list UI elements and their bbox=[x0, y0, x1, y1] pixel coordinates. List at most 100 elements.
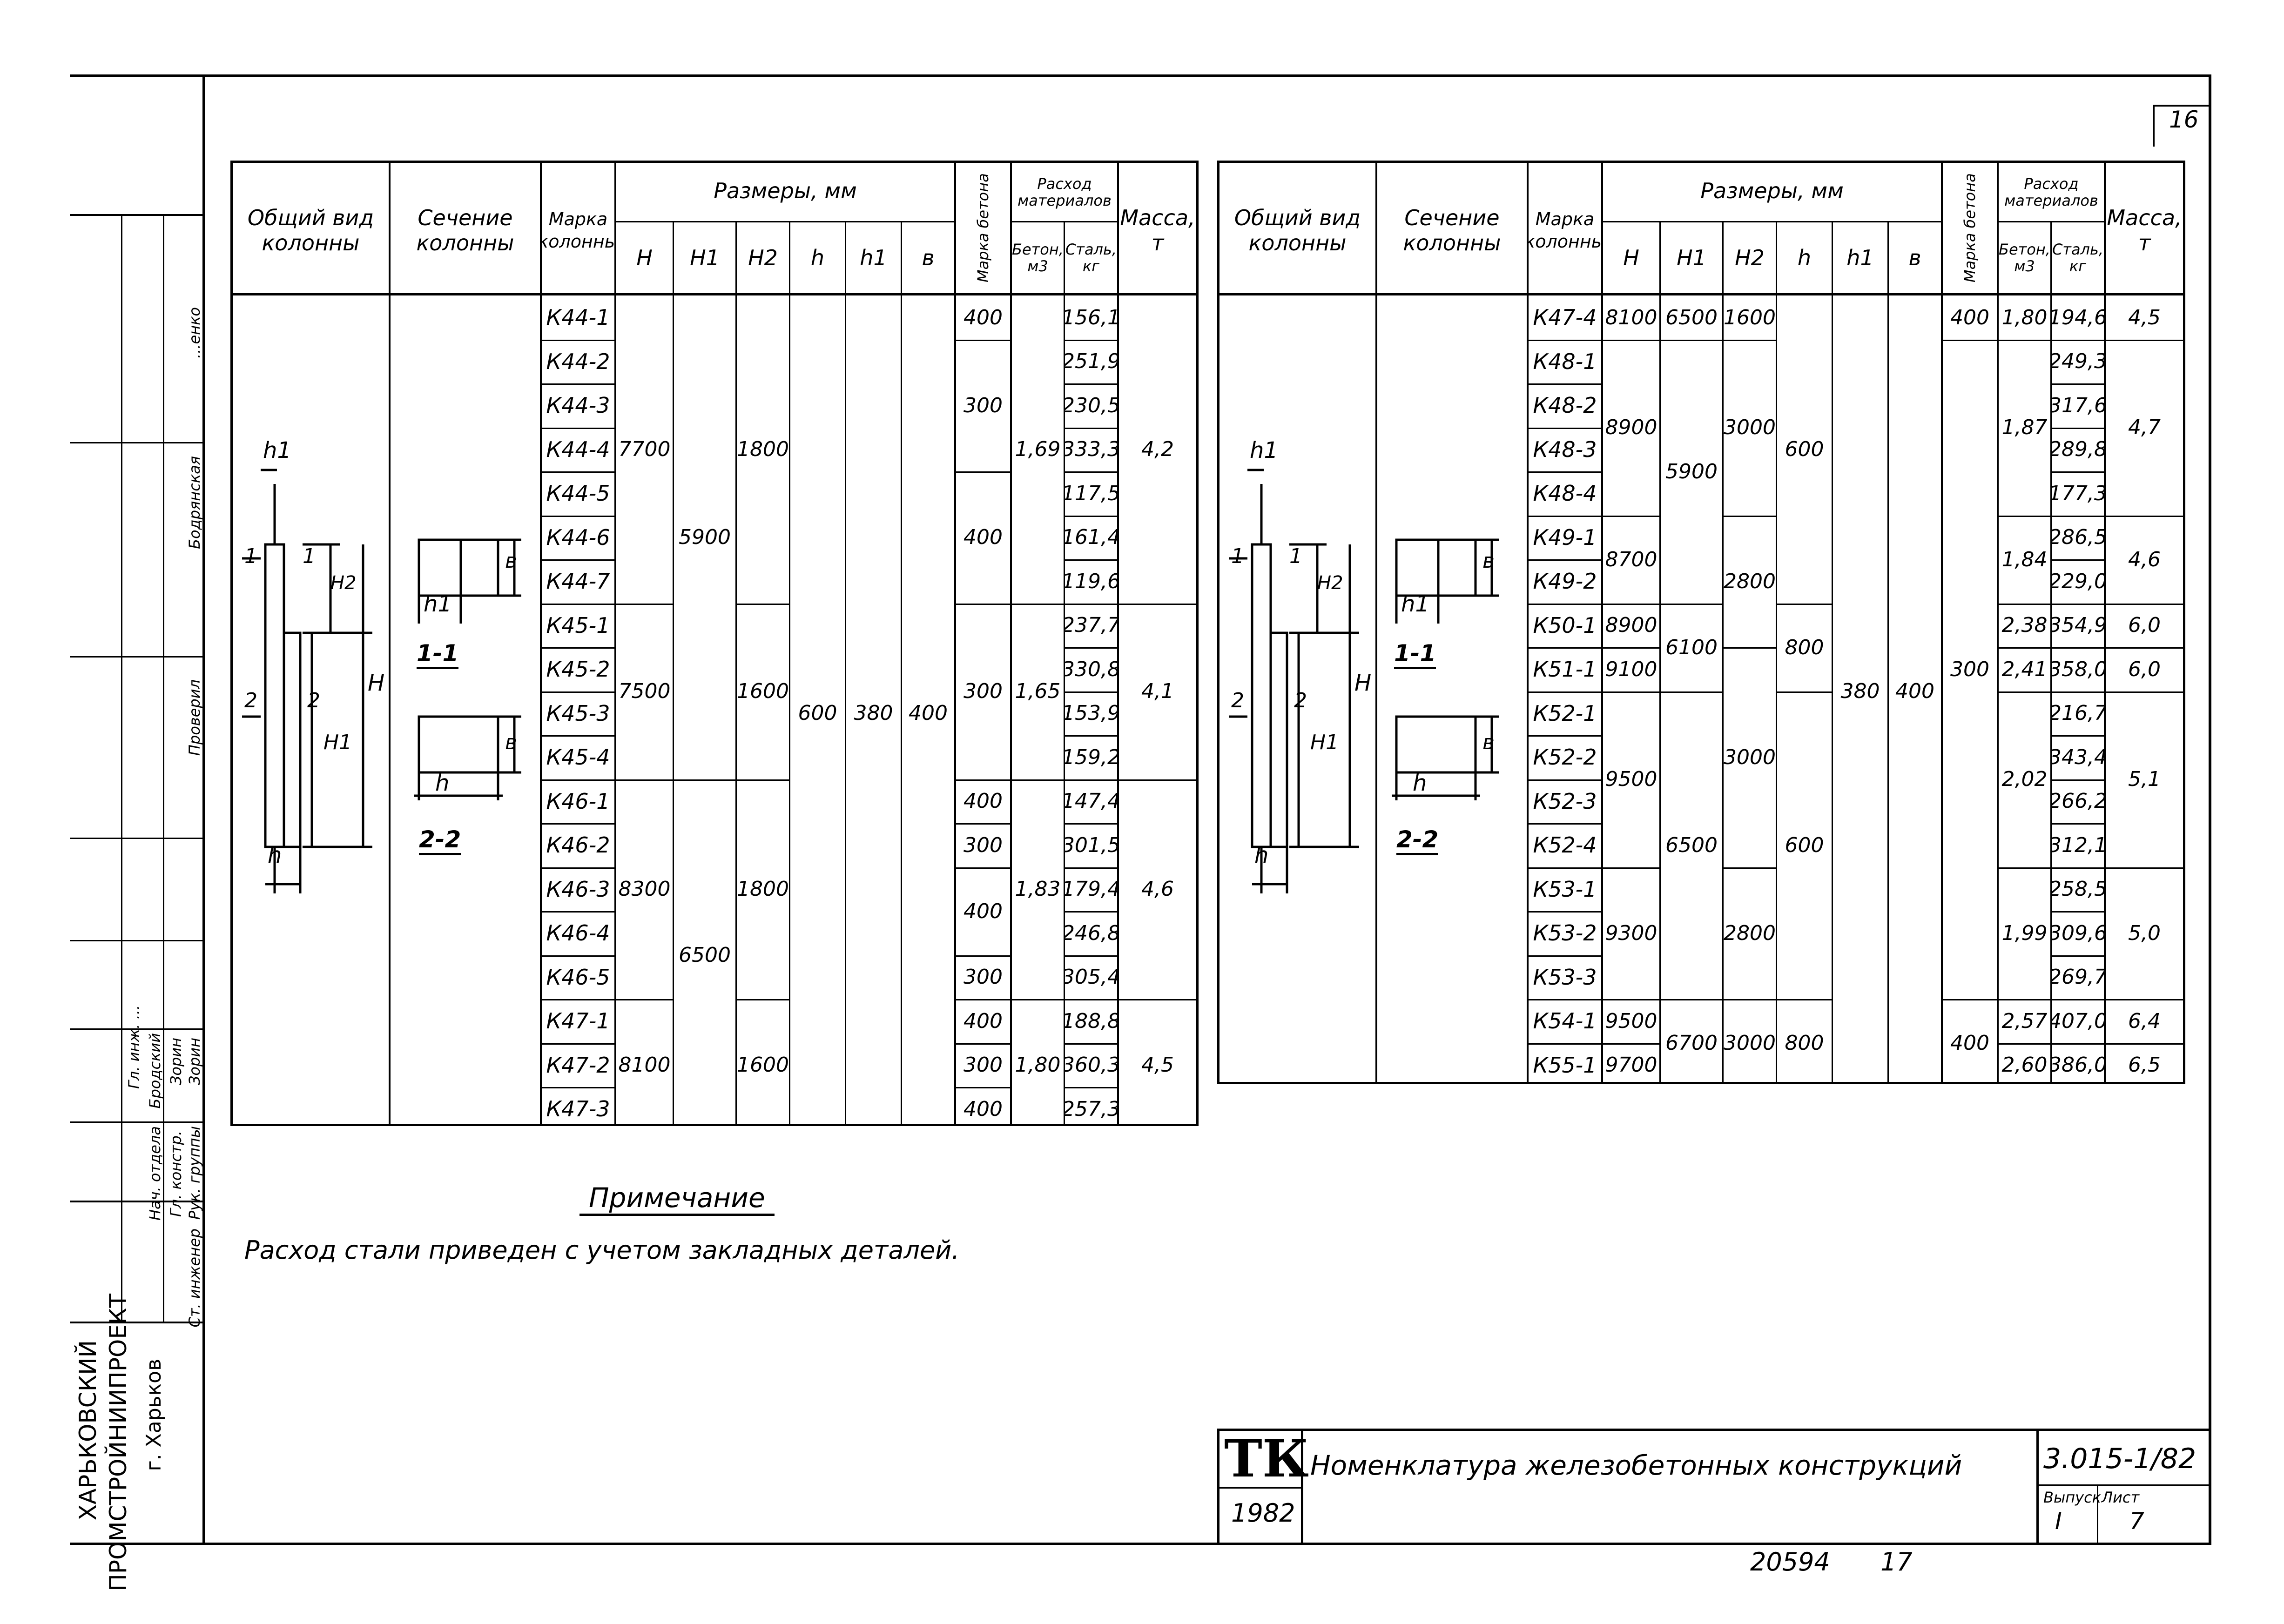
rt-rows-mass-3: 6,0 bbox=[2128, 613, 2161, 638]
rt-hdr-materials: Расход материалов bbox=[2004, 174, 2098, 209]
lt-rows-steel-0: 156,1 bbox=[1065, 305, 1117, 329]
rt-rows-mark-5: К49-1 bbox=[1533, 524, 1597, 550]
lbl-H-left: H bbox=[368, 670, 385, 696]
lt-rows-mark-6: К44-7 bbox=[546, 569, 610, 594]
lt-hdr-H: H bbox=[636, 245, 653, 270]
lt-hdr-mass: Масса, т bbox=[1120, 205, 1195, 255]
lt-rows-mark-12: К46-2 bbox=[546, 832, 610, 858]
rt-rows-mark-12: К52-4 bbox=[1533, 832, 1597, 858]
rt-rows-H1-2: 6100 bbox=[1665, 635, 1718, 659]
lt-rows-H1-0: 5900 bbox=[679, 525, 731, 550]
rt-rows-steel-1: 249,3 bbox=[2052, 349, 2104, 374]
top-name: ...енко bbox=[186, 307, 203, 359]
stamp-code: 3.015-1/82 bbox=[2043, 1443, 2196, 1475]
lt-rows-mark-7: К45-1 bbox=[546, 612, 610, 638]
rt-rows-H-4: 9100 bbox=[1605, 657, 1657, 681]
lbl-H1-left: H1 bbox=[323, 731, 352, 754]
lt-hdr-H1: H1 bbox=[690, 245, 720, 270]
rt-rows-H1-0: 6500 bbox=[1665, 305, 1718, 329]
lbl-h-right: h bbox=[1254, 842, 1269, 868]
frame-right bbox=[2209, 74, 2211, 1545]
lt-rows-grade-7: 300 bbox=[963, 965, 1003, 989]
rt-rows-mark-6: К49-2 bbox=[1533, 569, 1597, 594]
rt-rows-h-1: 800 bbox=[1785, 635, 1824, 659]
section-drawing-left bbox=[414, 538, 521, 800]
rt-rows-steel-11: 266,2 bbox=[2052, 789, 2104, 813]
rt-rows-mark-9: К52-1 bbox=[1533, 700, 1597, 726]
rt-rows-mass-0: 4,5 bbox=[2128, 305, 2161, 329]
footer-doc-number: 20594 bbox=[1750, 1547, 1830, 1577]
lt-rows-steel-2: 230,5 bbox=[1065, 393, 1117, 417]
role-4: Рук. группы bbox=[186, 1126, 203, 1220]
rt-rows-mark-11: К52-3 bbox=[1533, 788, 1597, 814]
lbl-h-left: h bbox=[268, 842, 282, 868]
role-3: Гл. констр. bbox=[167, 1131, 185, 1217]
frame-top bbox=[70, 74, 2211, 77]
frame-bottom bbox=[70, 1543, 2211, 1545]
rt-rows-steel-2: 317,6 bbox=[2052, 393, 2104, 417]
lt-rows-steel-12: 301,5 bbox=[1065, 833, 1117, 857]
rt-rows-steel-7: 354,9 bbox=[2052, 613, 2104, 638]
lt-rows-grade-0: 400 bbox=[963, 305, 1003, 329]
lt-rows-steel-10: 159,2 bbox=[1065, 745, 1117, 769]
rt-rows-h-0: 600 bbox=[1785, 437, 1824, 462]
lbl-b-sec2-right: в bbox=[1482, 731, 1495, 754]
rt-rows-mark-13: К53-1 bbox=[1533, 876, 1597, 902]
rt-rows-H-6: 9300 bbox=[1605, 921, 1657, 945]
title-stamp: ТК 1982 Номенклатура железобетонных конс… bbox=[1217, 1429, 2211, 1545]
rt-rows-conc-4: 2,41 bbox=[2001, 657, 2048, 681]
rt-rows-conc-0: 1,80 bbox=[2001, 305, 2048, 329]
lbl-two-b-right: 2 bbox=[1294, 689, 1307, 712]
lt-rows-grade-9: 300 bbox=[963, 1053, 1003, 1077]
lt-hdr-dims: Размеры, мм bbox=[714, 178, 857, 203]
rt-rows-mark-17: К55-1 bbox=[1533, 1052, 1597, 1078]
rt-rows-steel-4: 177,3 bbox=[2052, 481, 2104, 505]
lt-hdr-H2: H2 bbox=[748, 245, 778, 270]
lt-rows-steel-8: 330,8 bbox=[1065, 657, 1117, 681]
rt-rows-H2-4: 2800 bbox=[1724, 921, 1776, 945]
rt-rows-steel-17: 386,0 bbox=[2052, 1053, 2104, 1077]
role-1: Гл. инж. ... bbox=[125, 1005, 143, 1089]
rt-rows-mass-4: 6,0 bbox=[2128, 657, 2161, 681]
lt-hdr-general: Общий вид колонны bbox=[247, 205, 374, 255]
rt-rows-mass-5: 5,1 bbox=[2128, 767, 2161, 791]
lt-hdr-mark: Марка колонны bbox=[542, 209, 614, 252]
lt-rows-H2-1: 1600 bbox=[737, 679, 789, 703]
lt-rows-mark-9: К45-3 bbox=[546, 700, 610, 726]
lbl-one-left: 1 bbox=[244, 544, 257, 568]
lbl-section11-left: 1-1 bbox=[417, 640, 459, 669]
lbl-h1-sec-left: h1 bbox=[424, 591, 452, 617]
lt-rows-mass-1: 4,1 bbox=[1141, 679, 1174, 703]
rt-rows-H2-0: 1600 bbox=[1724, 305, 1776, 329]
stamp-issue: I bbox=[2055, 1508, 2062, 1535]
lt-rows-mass-0: 4,2 bbox=[1141, 437, 1174, 462]
rt-rows-H-1: 8900 bbox=[1605, 416, 1657, 439]
rt-rows-steel-15: 269,7 bbox=[2052, 965, 2104, 989]
rt-rows-steel-16: 407,0 bbox=[2052, 1009, 2104, 1033]
stamp-sheet: 7 bbox=[2129, 1508, 2144, 1535]
lt-rows-mass-3: 4,5 bbox=[1141, 1053, 1174, 1077]
org-city: г. Харьков bbox=[142, 1359, 166, 1471]
lt-hdr-grade: Марка бетона bbox=[974, 173, 992, 283]
lt-rows-mark-1: К44-2 bbox=[546, 349, 610, 374]
lt-rows-h1-0: 380 bbox=[854, 701, 893, 725]
lt-rows-grade-4: 400 bbox=[963, 789, 1003, 813]
lt-rows-H2-2: 1800 bbox=[737, 877, 789, 901]
rt-hdr-section: Сечение колонны bbox=[1403, 205, 1501, 255]
lt-rows-mark-13: К46-3 bbox=[546, 876, 610, 902]
lt-rows-steel-17: 360,3 bbox=[1065, 1053, 1117, 1077]
lt-rows-H1-1: 6500 bbox=[679, 943, 731, 967]
lt-rows-steel-7: 237,7 bbox=[1065, 613, 1117, 638]
rt-rows-H2-1: 3000 bbox=[1724, 416, 1776, 439]
rt-hdr-mark: Марка колонны bbox=[1529, 209, 1601, 252]
lt-hdr-h1: h1 bbox=[860, 245, 887, 270]
lt-rows-b-0: 400 bbox=[909, 701, 948, 725]
org-name-line2: ПРОМСТРОЙНИИПРОЕКТ bbox=[105, 1294, 132, 1591]
lbl-h1-left: h1 bbox=[263, 437, 291, 463]
stamp-issue-label: Выпуск bbox=[2043, 1489, 2101, 1506]
lt-hdr-b: в bbox=[922, 245, 935, 270]
lt-rows-H-2: 8300 bbox=[618, 877, 671, 901]
lt-rows-mark-2: К44-3 bbox=[546, 393, 610, 418]
checked-label: Проверил bbox=[186, 679, 203, 756]
lt-rows-steel-6: 119,6 bbox=[1065, 569, 1117, 593]
